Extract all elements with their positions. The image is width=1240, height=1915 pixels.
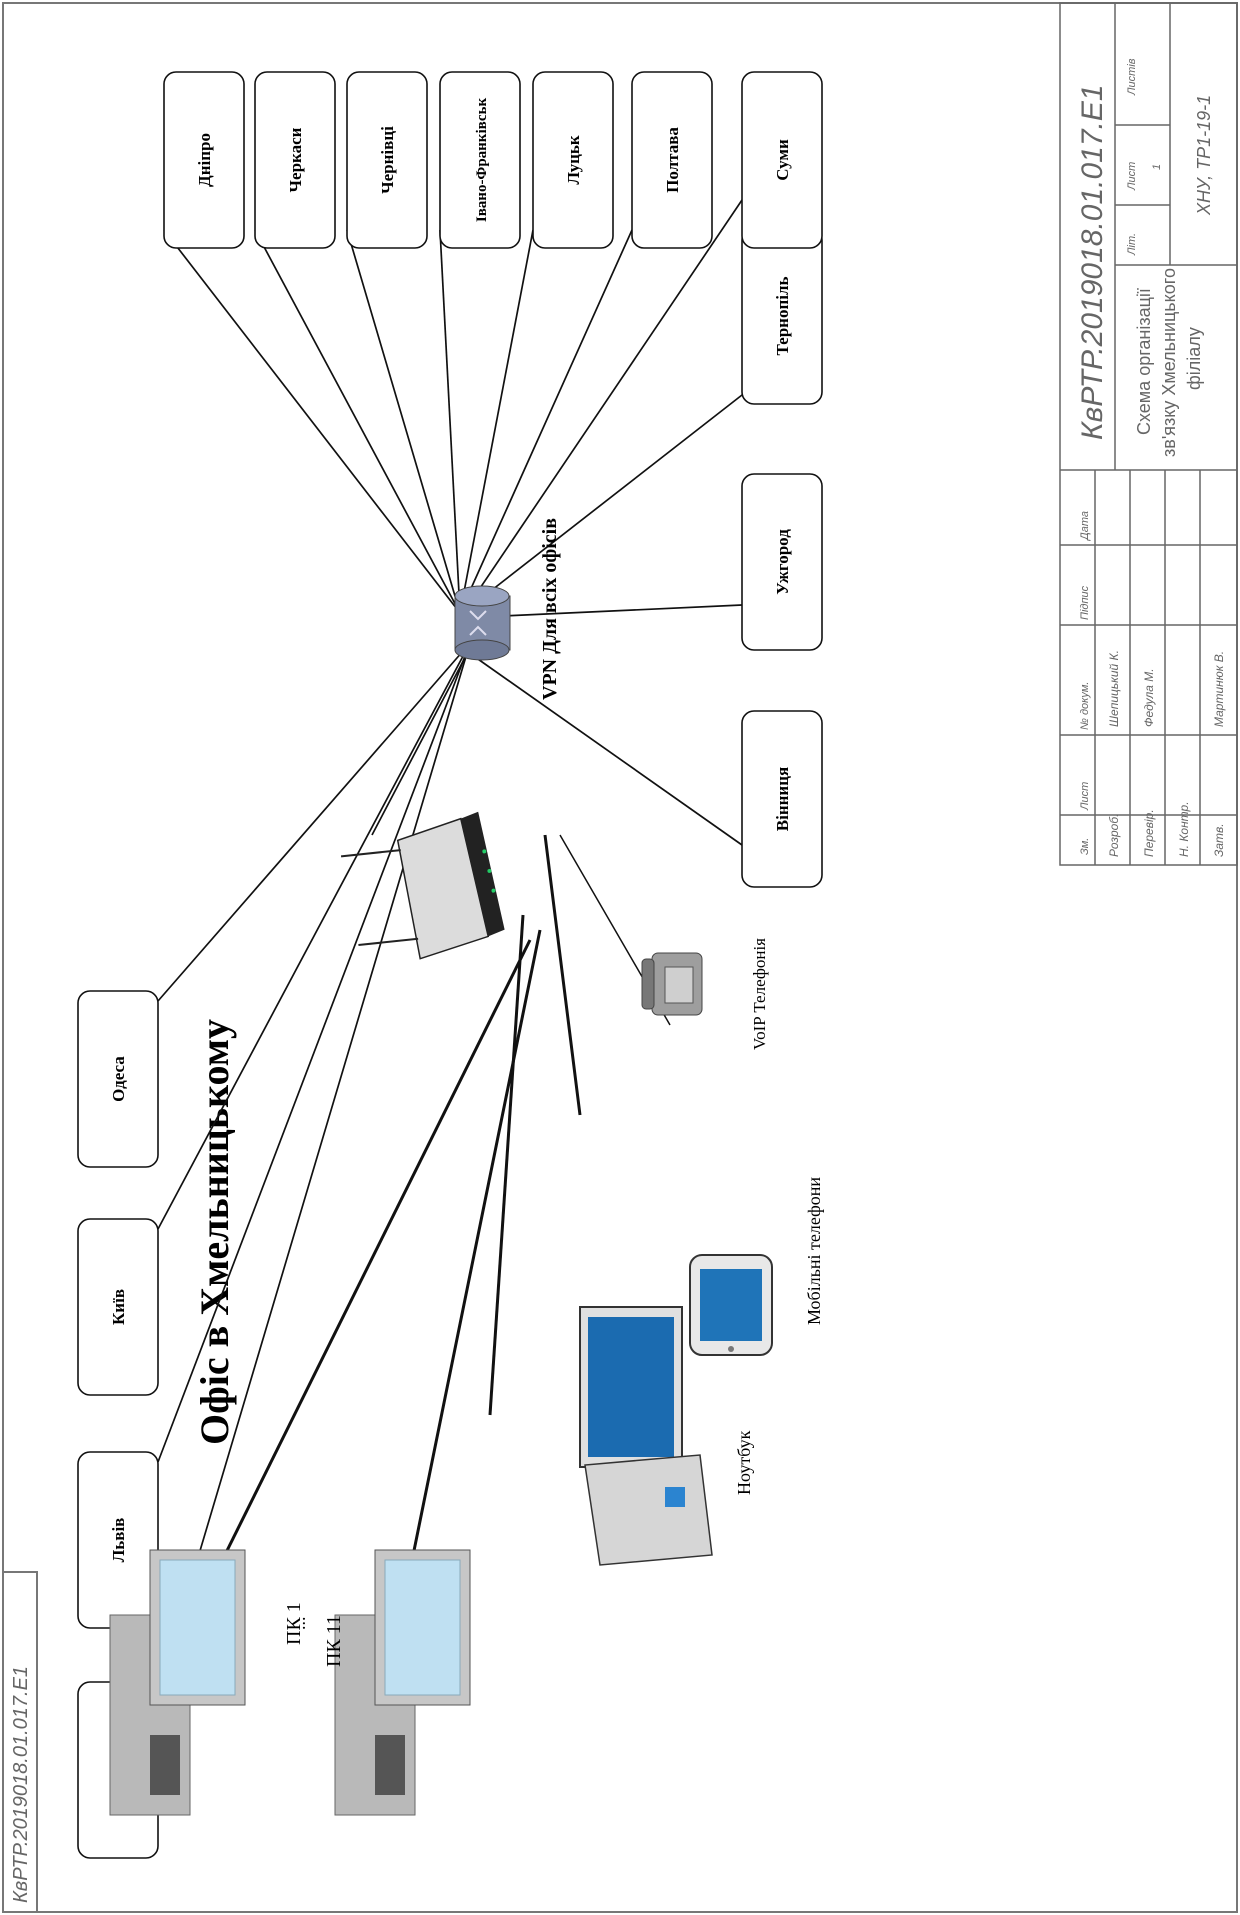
- vpn-link-1: [157, 642, 471, 1463]
- office-box-mid-0: Дніпро: [163, 71, 245, 249]
- voip-phone-icon: [641, 952, 703, 1016]
- stamp-org: ХНУ, ТР1-19-1: [1194, 95, 1214, 216]
- office-box-mid-2: Чернівці: [346, 71, 428, 249]
- stamp-role: Перевір.: [1142, 809, 1156, 857]
- vpn-link-mid-0: [163, 229, 461, 614]
- office-label: Полтава: [663, 127, 682, 193]
- corner-code-box: [2, 1571, 38, 1913]
- wifi-router: [340, 811, 505, 960]
- office-box-mid-1: Черкаси: [254, 71, 336, 249]
- lan-link-pc11: [403, 929, 542, 1596]
- office-box-top-1: Львів: [77, 1451, 159, 1629]
- connection-lines: [157, 199, 743, 1693]
- stamp-role: Затв.: [1212, 823, 1226, 857]
- pc-dots: ...: [289, 1617, 309, 1631]
- stamp-sheet-value: 1: [1151, 164, 1163, 170]
- office-box-bottom-1: Ужгород: [741, 473, 823, 651]
- office-label: Тернопіль: [773, 276, 792, 355]
- stamp-sheets-header: Листів: [1126, 58, 1138, 96]
- office-label: Львів: [109, 1518, 128, 1563]
- office-label: Київ: [109, 1289, 128, 1325]
- lan-link-tablet: [543, 834, 582, 1116]
- office-label: Луцьк: [564, 135, 583, 185]
- vpn-link-bottom-0: [457, 644, 743, 846]
- stamp-col-header: Зм.: [1079, 838, 1091, 855]
- vpn-link-2: [157, 642, 471, 1230]
- office-label: Ужгород: [773, 529, 792, 595]
- office-label: Суми: [773, 139, 792, 181]
- office-label: Черкаси: [286, 127, 305, 192]
- pc-1-label: ПК 1: [283, 1602, 305, 1645]
- stamp-name: Федула М.: [1142, 668, 1156, 727]
- office-box-bottom-3: Суми: [741, 71, 823, 249]
- stamp-title-line2: зв'язку Хмельницького: [1159, 268, 1179, 457]
- office-title: Офіс в Хмельницькому: [192, 1019, 237, 1445]
- pc-11-icon: [334, 1549, 471, 1816]
- stamp-name: Мартинюк В.: [1212, 651, 1226, 727]
- stamp-col-header: Підпис: [1079, 585, 1091, 620]
- voip-label: VoIP Телефонія: [750, 938, 769, 1050]
- stamp-col-header: № докум.: [1079, 682, 1091, 730]
- vpn-link-mid-1: [254, 229, 461, 614]
- stamp-title-line1: Схема організації: [1134, 288, 1154, 435]
- tablet-icon: [689, 1254, 773, 1356]
- pc-11-label: ПК 11: [323, 1615, 345, 1667]
- stamp-lit-header: Літ.: [1126, 233, 1138, 256]
- vpn-router: [454, 585, 511, 661]
- stamp-col-header: Лист: [1079, 782, 1091, 811]
- corner-code: КвРТР.2019018.01.017.Е1: [10, 1666, 32, 1903]
- office-label: Дніпро: [195, 133, 214, 187]
- office-label: Чернівці: [378, 126, 397, 194]
- vpn-link-mid-5: [459, 229, 633, 614]
- vpn-link-mid-4: [459, 229, 534, 614]
- office-box-mid-5: Полтава: [631, 71, 713, 249]
- mobile-label: Мобільні телефони: [804, 1177, 824, 1325]
- office-box-mid-4: Луцьк: [532, 71, 614, 249]
- office-label: Івано-Франківськ: [474, 98, 490, 223]
- office-box-bottom-2: Тернопіль: [741, 227, 823, 405]
- office-box-bottom-0: Вінниця: [741, 710, 823, 888]
- office-label: Вінниця: [773, 767, 792, 831]
- title-block: [1059, 2, 1238, 866]
- stamp-role: Н. Контр.: [1177, 801, 1191, 857]
- vpn-link-mid-2: [346, 229, 461, 614]
- pc-1-icon: [109, 1549, 246, 1816]
- laptop-icon: [579, 1306, 713, 1566]
- stamp-sheet-header: Лист: [1126, 162, 1138, 191]
- stamp-col-header: Дата: [1079, 511, 1091, 542]
- stamp-name: Шепицький К.: [1107, 650, 1121, 727]
- stamp-code: КвРТР.2019018.01.017.Е1: [1076, 84, 1109, 440]
- vpn-link-3: [157, 642, 471, 1002]
- router-vpn-link: [371, 647, 471, 836]
- office-box-mid-3: Івано-Франківськ: [439, 71, 521, 249]
- vpn-link-bottom-3: [469, 199, 743, 604]
- office-box-top-3: Одеса: [77, 990, 159, 1168]
- vpn-link-mid-3: [439, 229, 461, 614]
- stamp-title-line3: філіалу: [1184, 327, 1204, 390]
- lan-link-pc1: [203, 939, 532, 1596]
- vpn-link-bottom-2: [464, 394, 743, 612]
- laptop-label: Ноутбук: [734, 1430, 754, 1495]
- lan-link-laptop: [488, 914, 525, 1416]
- vpn-label: VPN Для всіх офісів: [539, 518, 561, 700]
- stamp-role: Розроб.: [1107, 814, 1121, 857]
- vpn-link-0: [157, 642, 471, 1693]
- office-box-top-2: Київ: [77, 1218, 159, 1396]
- office-label: Одеса: [109, 1056, 128, 1102]
